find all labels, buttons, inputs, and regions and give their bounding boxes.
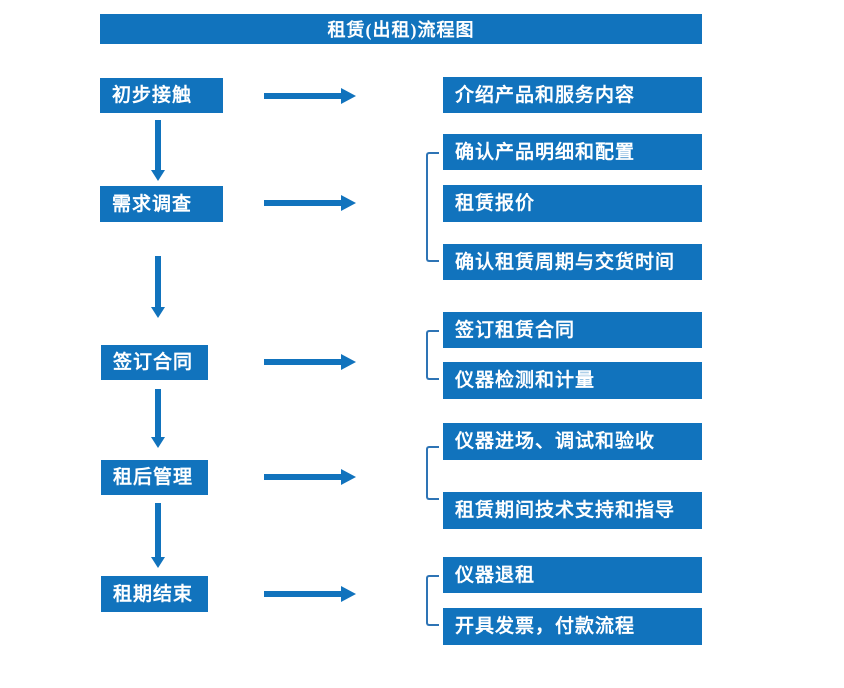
group-bracket bbox=[426, 575, 439, 626]
step-box-initial-contact: 初步接触 bbox=[100, 78, 223, 113]
group-bracket bbox=[426, 446, 439, 500]
down-arrow-icon bbox=[150, 503, 166, 568]
right-arrow-icon bbox=[264, 586, 356, 602]
right-arrow-icon bbox=[264, 195, 356, 211]
right-arrow-icon bbox=[264, 88, 356, 104]
right-arrow-icon bbox=[264, 469, 356, 485]
group-bracket bbox=[426, 152, 439, 262]
output-box-introduce-products: 介绍产品和服务内容 bbox=[443, 77, 702, 113]
flowchart-title: 租赁(出租)流程图 bbox=[100, 14, 702, 44]
step-box-demand-survey: 需求调查 bbox=[100, 186, 223, 222]
output-box-confirm-product-details: 确认产品明细和配置 bbox=[443, 134, 702, 170]
output-box-invoice-payment: 开具发票，付款流程 bbox=[443, 608, 702, 645]
step-box-sign-contract: 签订合同 bbox=[101, 345, 208, 380]
output-box-technical-support: 租赁期间技术支持和指导 bbox=[443, 492, 702, 529]
output-box-instrument-setup-acceptance: 仪器进场、调试和验收 bbox=[443, 423, 702, 460]
output-box-instrument-inspection: 仪器检测和计量 bbox=[443, 362, 702, 399]
output-box-sign-rental-contract: 签订租赁合同 bbox=[443, 312, 702, 348]
step-box-rental-end: 租期结束 bbox=[101, 576, 208, 612]
output-box-confirm-rental-period: 确认租赁周期与交货时间 bbox=[443, 244, 702, 280]
step-box-post-rental-management: 租后管理 bbox=[101, 460, 208, 495]
down-arrow-icon bbox=[150, 256, 166, 318]
down-arrow-icon bbox=[150, 120, 166, 181]
output-box-instrument-return: 仪器退租 bbox=[443, 557, 702, 593]
output-box-rental-quote: 租赁报价 bbox=[443, 185, 702, 222]
down-arrow-icon bbox=[150, 389, 166, 448]
group-bracket bbox=[426, 330, 439, 380]
right-arrow-icon bbox=[264, 354, 356, 370]
